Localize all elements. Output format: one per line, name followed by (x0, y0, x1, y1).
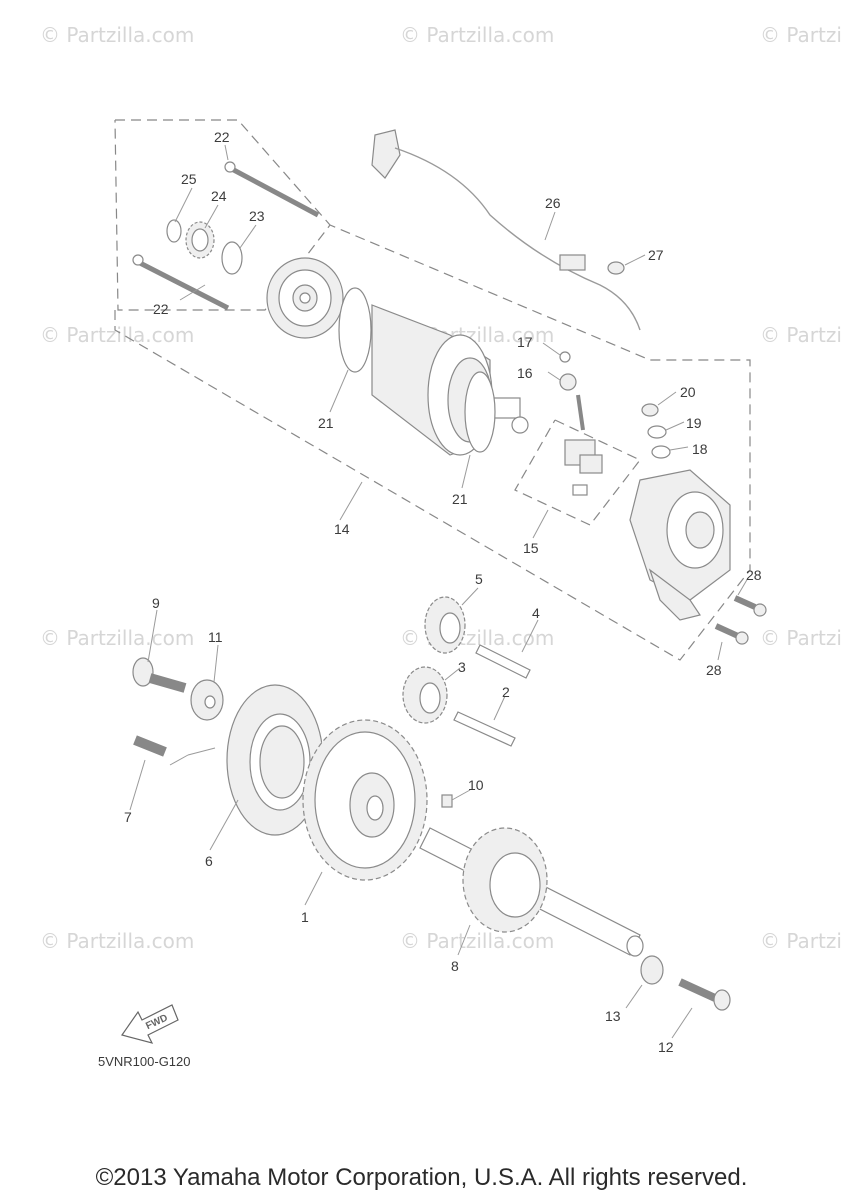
bolt-7 (133, 735, 167, 757)
callout-19: 19 (686, 415, 702, 431)
callout-6: 6 (205, 853, 213, 869)
brush-holder-15 (564, 439, 603, 496)
washer-13 (640, 955, 664, 985)
watermark: © Partzilla.com (400, 929, 554, 953)
callout-25: 25 (181, 171, 197, 187)
callout-3: 3 (458, 659, 466, 675)
callout-28: 28 (746, 567, 762, 583)
watermark: © Partzilla.com (760, 323, 843, 347)
callout-12: 12 (658, 1039, 674, 1055)
gear-3 (402, 666, 448, 724)
callout-18: 18 (692, 441, 708, 457)
gear-24 (185, 221, 215, 259)
callout-17: 17 (517, 334, 533, 350)
watermark: © Partzilla.com (400, 23, 554, 47)
callout-27: 27 (648, 247, 664, 263)
callout-13: 13 (605, 1008, 621, 1024)
bolt-22-lower (132, 254, 230, 311)
washer-11 (190, 679, 224, 721)
callout-23: 23 (249, 208, 265, 224)
callout-9: 9 (152, 595, 160, 611)
callout-22: 22 (153, 301, 169, 317)
watermark: © Partzilla.com (400, 626, 554, 650)
o-ring-23 (221, 241, 243, 275)
watermarks: © Partzilla.com © Partzilla.com © Partzi… (40, 23, 843, 953)
copyright-notice: ©2013 Yamaha Motor Corporation, U.S.A. A… (95, 1164, 748, 1191)
bolt-16 (559, 373, 585, 431)
nut-20 (641, 403, 659, 417)
callout-15: 15 (523, 540, 539, 556)
callout-21: 21 (318, 415, 334, 431)
shaft-4 (475, 644, 531, 679)
o-ring-21-front (338, 287, 372, 373)
bolt-28-upper (733, 595, 767, 617)
nut-27 (607, 261, 625, 275)
callout-26: 26 (545, 195, 561, 211)
callout-16: 16 (517, 365, 533, 381)
bolt-9 (132, 657, 187, 693)
exploded-parts-diagram: © Partzilla.com © Partzilla.com © Partzi… (40, 23, 843, 1069)
diagram-code: 5VNR100-G120 (98, 1054, 191, 1069)
callout-numbers: 1 2 3 4 5 6 7 8 9 10 11 12 13 14 15 16 1… (124, 129, 762, 1055)
callout-24: 24 (211, 188, 227, 204)
bolt-12 (678, 978, 731, 1011)
watermark: © Partzilla.com (40, 23, 194, 47)
callout-20: 20 (680, 384, 696, 400)
gear-5 (424, 596, 466, 654)
watermark: © Partzilla.com (760, 626, 843, 650)
shaft-2 (453, 711, 516, 747)
circlip-25 (166, 219, 182, 243)
washer-19 (647, 425, 667, 439)
callout-14: 14 (334, 521, 350, 537)
bolt-28-lower (714, 623, 749, 645)
watermark: © Partzilla.com (760, 23, 843, 47)
starter-front-cover (266, 257, 344, 339)
washer-18 (651, 445, 671, 459)
washer-17 (559, 351, 571, 363)
callout-21: 21 (452, 491, 468, 507)
fwd-arrow-icon: FWD (121, 1004, 179, 1044)
starter-rear-cover (629, 469, 731, 621)
one-way-clutch-6 (226, 684, 324, 836)
watermark: © Partzilla.com (40, 323, 194, 347)
lead-wire-26 (371, 129, 641, 331)
callout-5: 5 (475, 571, 483, 587)
key-10 (441, 794, 453, 808)
assembly-outline-15 (514, 419, 641, 526)
callout-8: 8 (451, 958, 459, 974)
assembly-outline-14-lower (114, 224, 751, 661)
watermark: © Partzilla.com (40, 626, 194, 650)
callout-2: 2 (502, 684, 510, 700)
callout-1: 1 (301, 909, 309, 925)
callout-10: 10 (468, 777, 484, 793)
leader-lines (129, 144, 749, 1039)
o-ring-21-rear (464, 371, 496, 453)
assembly-outline-14 (114, 119, 331, 311)
starter-gear-1 (302, 719, 428, 881)
callout-22: 22 (214, 129, 230, 145)
bolt-22-upper (224, 161, 320, 218)
callout-7: 7 (124, 809, 132, 825)
watermark: © Partzilla.com (40, 929, 194, 953)
watermark: © Partzilla.com (760, 929, 843, 953)
callout-4: 4 (532, 605, 540, 621)
shaft-with-gear-8 (419, 827, 644, 957)
callout-11: 11 (208, 629, 223, 645)
callout-28: 28 (706, 662, 722, 678)
